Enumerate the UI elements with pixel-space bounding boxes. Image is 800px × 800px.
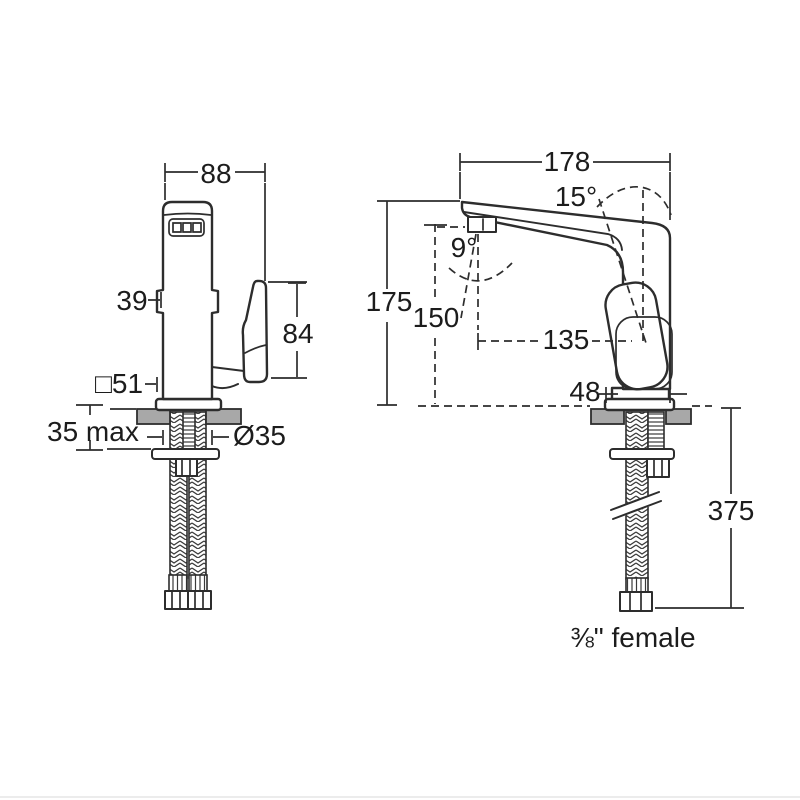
spout-head-edge-front — [163, 212, 212, 216]
hose-nut-left-front — [164, 590, 189, 610]
dim-side-tab-lines — [148, 292, 162, 308]
dim-hose-length-label: 375 — [708, 495, 755, 526]
dim-handle-reach: 135 — [477, 324, 632, 355]
dim-hose-length: 375 — [655, 407, 755, 609]
dim-spout-height-lines — [377, 200, 460, 406]
dim-base-depth-label: 48 — [569, 376, 600, 407]
hose-nut-side — [619, 591, 653, 612]
dim-outlet-height: 150 — [413, 224, 465, 404]
mounting-nut-front — [175, 458, 198, 477]
dim-base-depth: 48 — [569, 376, 687, 407]
washer-plate-side — [609, 448, 675, 460]
dim-front-width-label: 88 — [200, 158, 231, 189]
dim-spout-height-label: 175 — [366, 286, 413, 317]
countertop-right-side — [665, 408, 692, 425]
countertop-left-side — [590, 408, 625, 425]
dim-depth-label: 178 — [544, 146, 591, 177]
handle-mount-front — [211, 366, 245, 390]
countertop-left-front — [136, 408, 171, 425]
mounting-nut-facets-front — [181, 458, 191, 477]
dim-base-depth-lines — [599, 387, 687, 403]
dim-depth: 178 — [459, 146, 671, 220]
front-view: 88 39 84 □51 35 max Ø35 — [47, 158, 314, 610]
hose-ferrule-left-front — [168, 574, 188, 592]
dim-handle-height-lines — [268, 281, 307, 379]
dim-spout-height: 175 — [366, 200, 460, 406]
dim-base-square-label: □51 — [95, 368, 143, 399]
side-view: 15° 9° 178 175 150 135 — [366, 146, 755, 653]
dim-handle-height: 84 — [268, 281, 314, 379]
base-flange-front — [154, 397, 223, 412]
flow-angle-label: 9° — [451, 232, 478, 263]
hose-nut-left-facets — [171, 590, 181, 610]
dim-hose-length-lines — [655, 407, 744, 609]
hose-nut-right-facets — [194, 590, 204, 610]
threaded-rod-side — [647, 411, 665, 453]
flow-angle-arc — [448, 262, 513, 282]
countertop-right-front — [205, 408, 242, 425]
mounting-nut-side — [646, 458, 670, 478]
dim-base-square-lines — [145, 377, 158, 392]
aerator-nozzle-side — [467, 216, 497, 233]
dim-outlet-height-lines — [434, 224, 465, 404]
dim-depth-lines — [459, 153, 671, 220]
hose-ferrule-right-front — [188, 574, 208, 592]
dim-hole-diameter-lines — [147, 430, 229, 445]
dim-deck-thickness-label: 35 max — [47, 416, 139, 447]
supply-hose-side — [625, 411, 649, 580]
dim-side-tab-label: 39 — [116, 285, 147, 316]
aerator-slots — [172, 222, 202, 233]
base-flange-side — [603, 397, 676, 412]
handle-detail-front — [244, 344, 267, 354]
handle-angle-reference: 15° — [555, 181, 672, 344]
handle-angle-arc — [596, 186, 672, 216]
dim-handle-height-label: 84 — [282, 318, 313, 349]
handle-alt-position-side — [615, 316, 673, 390]
hose-ferrule-side — [625, 577, 649, 593]
hose-break-gap — [609, 491, 661, 521]
spout-inner-edge-side — [463, 211, 623, 251]
threaded-rod-front — [182, 411, 196, 451]
handle-front — [241, 279, 269, 384]
dim-deck-thickness-lines — [76, 404, 151, 451]
faucet-body-front — [155, 200, 220, 401]
dim-hole-diameter: Ø35 — [147, 420, 286, 451]
aerator-recess — [168, 218, 205, 237]
dim-front-width: 88 — [164, 158, 266, 281]
dim-deck-thickness: 35 max — [47, 404, 151, 451]
hose-nut-right-front — [187, 590, 212, 610]
dim-base-square: □51 — [95, 368, 158, 399]
flow-angle-reference: 9° — [448, 232, 513, 330]
dim-outlet-height-label: 150 — [413, 302, 460, 333]
hose-break-lines — [610, 491, 662, 520]
flow-angle-lines — [460, 233, 479, 330]
handle-angle-label: 15° — [555, 181, 597, 212]
dim-hole-diameter-label: Ø35 — [233, 420, 286, 451]
hose-nut-facets-side — [629, 591, 642, 612]
washer-plate-front — [151, 448, 220, 460]
mounting-nut-facets-side — [653, 458, 663, 478]
faucet-body-side — [460, 200, 672, 391]
hose-fitting-label: ⅜" female — [570, 622, 695, 653]
dim-front-width-lines — [164, 163, 266, 281]
dim-side-tab: 39 — [116, 285, 162, 316]
dim-handle-reach-label: 135 — [543, 324, 590, 355]
